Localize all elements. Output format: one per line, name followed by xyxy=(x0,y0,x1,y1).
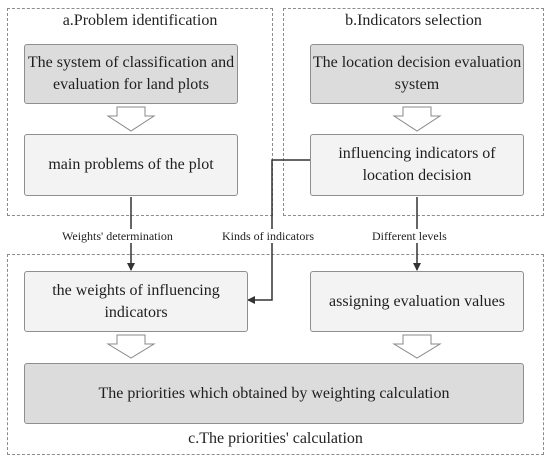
box-assigning-values: assigning evaluation values xyxy=(310,271,524,332)
box-influencing-indicators: influencing indicators of location decis… xyxy=(310,134,524,196)
box-location-system-text: The location decision evaluation system xyxy=(312,54,522,93)
panel-priorities-calculation xyxy=(7,254,544,455)
label-weights-determination: Weights' determination xyxy=(60,229,175,243)
box-location-system: The location decision evaluation system xyxy=(310,44,524,104)
box-weights: the weights of influencing indicators xyxy=(24,271,248,332)
box-assigning-values-text: assigning evaluation values xyxy=(329,292,505,310)
panel-indicators-selection xyxy=(283,8,544,216)
label-different-levels: Different levels xyxy=(370,229,449,243)
box-main-problems-text: main problems of the plot xyxy=(48,156,214,173)
box-classification-system-text: The system of classification and evaluat… xyxy=(27,54,235,93)
panel-a-title: a.Problem identification xyxy=(62,12,218,29)
block-arrow-c-left xyxy=(106,334,156,359)
box-priorities-text: The priorities which obtained by weighti… xyxy=(98,384,450,402)
block-arrow-c-right xyxy=(392,334,442,359)
box-main-problems: main problems of the plot xyxy=(24,134,238,196)
panel-problem-identification xyxy=(7,8,273,216)
panel-c-title: c.The priorities' calculation xyxy=(188,430,363,447)
box-weights-text: the weights of influencing indicators xyxy=(52,281,220,321)
block-arrow-b xyxy=(392,106,442,132)
box-priorities: The priorities which obtained by weighti… xyxy=(24,363,524,424)
panel-b-title: b.Indicators selection xyxy=(345,12,482,29)
box-classification-system: The system of classification and evaluat… xyxy=(24,44,238,104)
label-kinds-of-indicators: Kinds of indicators xyxy=(220,229,316,243)
box-influencing-indicators-text: influencing indicators of location decis… xyxy=(338,145,496,184)
block-arrow-a xyxy=(106,106,156,132)
